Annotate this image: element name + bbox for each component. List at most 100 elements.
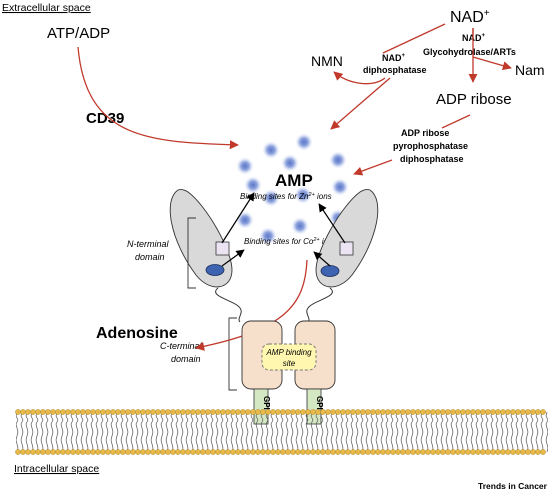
lipid-head [130,449,136,455]
lipid-head [20,449,26,455]
lipid-head [25,449,31,455]
lipid-head [420,449,426,455]
lipid-head [75,449,81,455]
lipid-head [425,449,431,455]
nad-left-line [382,23,446,54]
lipid-head [510,449,516,455]
right-zn-site [339,241,354,256]
adenosine-arrow [195,259,308,351]
lipid-head [350,449,356,455]
lipid-head [210,449,216,455]
pyro-line3: diphosphatase [400,154,464,164]
lipid-head [535,449,541,455]
lipid-head [245,409,251,415]
lipid-head [95,449,101,455]
nam-label: Nam [515,62,545,78]
lipid-head [180,409,186,415]
lipid-head [410,449,416,455]
amp-dot [294,186,312,204]
right-co-ion [320,265,340,277]
lipid-head [350,409,356,415]
lipid-head [320,409,326,415]
left-co-arrow [221,249,245,267]
right-gpi-label: GPI [315,396,324,410]
amp-dot [236,157,254,175]
lipid-head [290,449,296,455]
brand-label: Trends in Cancer [478,481,548,491]
lipid-head [370,409,376,415]
lipid-head [495,449,501,455]
lipid-head [120,409,126,415]
lipid-head [135,449,141,455]
lipid-head [105,409,111,415]
lipid-head [215,409,221,415]
lipid-head [445,449,451,455]
left-zn-arrow [221,192,255,244]
lipid-head [145,409,151,415]
lipid-head [290,409,296,415]
lipid-head [395,409,401,415]
amp-dot [244,176,262,194]
lipid-head [405,409,411,415]
lipid-head [400,409,406,415]
lipid-head [340,409,346,415]
cd39-arrow [77,46,239,150]
lipid-head [385,449,391,455]
amp-dot [291,217,309,235]
lipid-head [50,449,56,455]
left-zn-site [215,241,230,256]
lipid-head [450,449,456,455]
extracellular-label: Extracellular space [2,2,91,14]
lipid-head [35,449,41,455]
glycohydrolase-label: Glycohydrolase/ARTs [423,47,516,57]
lipid-head [100,449,106,455]
amp-binding-label-1: AMP binding [265,348,312,357]
lipid-head [255,449,261,455]
lipid-head [465,449,471,455]
cell-membrane [15,409,548,455]
lipid-head [330,409,336,415]
outer-lipid-heads [15,409,546,415]
lipid-head [40,409,46,415]
lipid-head [285,409,291,415]
lipid-head [185,409,191,415]
lipid-head [295,409,301,415]
lipid-head [45,409,51,415]
lipid-head [460,409,466,415]
adp-ribose-arrow [441,114,471,129]
lipid-head [15,449,21,455]
left-domain-body [169,189,233,288]
lipid-head [335,409,341,415]
atp-adp-label: ATP/ADP [47,25,110,42]
lipid-head [50,409,56,415]
lipid-head [200,449,206,455]
lipid-head [430,449,436,455]
lipid-head [505,449,511,455]
lipid-head [235,409,241,415]
lipid-head [315,409,321,415]
right-linker [306,287,333,323]
lipid-head [15,409,21,415]
lipid-head [140,449,146,455]
lipid-head [460,449,466,455]
pyro-arrow [353,159,393,176]
lipid-head [325,449,331,455]
lipid-head [530,449,536,455]
lipid-head [195,449,201,455]
nad-label: NAD+ [450,8,490,26]
lipid-head [440,409,446,415]
lipid-head [150,409,156,415]
adp-ribose-label: ADP ribose [436,91,512,108]
lipid-head [325,409,331,415]
lipid-head [205,409,211,415]
amp-dot [262,189,280,207]
lipid-head [95,409,101,415]
lipid-head [525,449,531,455]
lipid-head [240,449,246,455]
lipid-head [120,449,126,455]
intracellular-label: Intracellular space [14,463,99,475]
lipid-tails [16,412,548,452]
lipid-head [70,409,76,415]
lipid-head [115,449,121,455]
c-terminal-label-1: C-terminal [160,341,203,351]
